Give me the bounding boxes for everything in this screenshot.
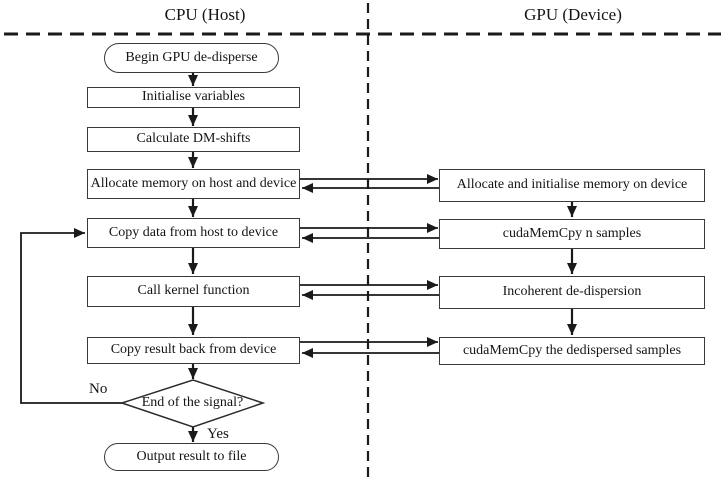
- flow-node-gpu-cudamemcpy-samples: cudaMemCpy n samples: [439, 219, 705, 249]
- flow-node-copy-result-back: Copy result back from device: [87, 337, 300, 364]
- flow-node-calculate-dm-shifts: Calculate DM-shifts: [87, 127, 300, 152]
- flow-node-initialise-variables: Initialise variables: [87, 87, 300, 108]
- column-header-gpu: GPU (Device): [524, 5, 622, 24]
- decision-diamond-shape: [119, 379, 266, 428]
- column-header-cpu: CPU (Host): [164, 5, 246, 24]
- flow-node-allocate-memory-host-device: Allocate memory on host and device: [87, 169, 300, 199]
- flow-node-gpu-incoherent-dedispersion: Incoherent de-dispersion: [439, 276, 705, 309]
- flow-node-gpu-cudamemcpy-dedispersed: cudaMemCpy the dedispersed samples: [439, 337, 705, 365]
- decision-diamond-label: End of the signal?: [141, 395, 244, 410]
- branch-label-no: No: [89, 381, 108, 397]
- branch-label-yes: Yes: [207, 426, 229, 442]
- flow-node-output-result: Output result to file: [104, 443, 279, 471]
- flow-node-gpu-allocate-memory: Allocate and initialise memory on device: [439, 169, 705, 202]
- arrow-no-loop-to-copy: [20, 228, 122, 404]
- flow-node-begin: Begin GPU de-disperse: [104, 43, 279, 73]
- flow-node-call-kernel-function: Call kernel function: [87, 276, 300, 307]
- flow-node-copy-data-to-device: Copy data from host to device: [87, 218, 300, 248]
